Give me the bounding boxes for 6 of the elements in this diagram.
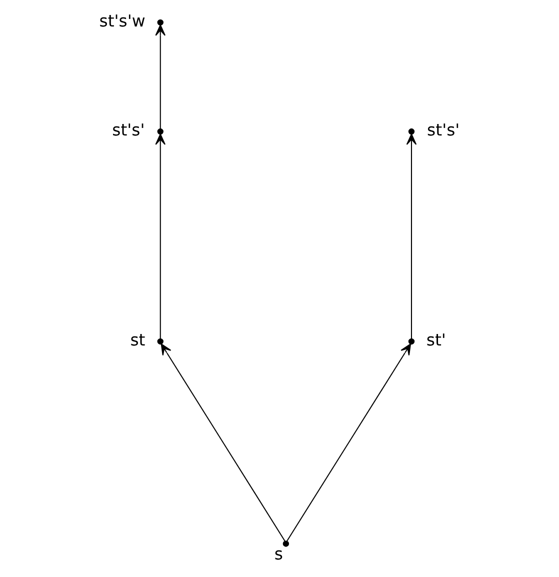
node-label: s <box>274 544 283 564</box>
node-label: st's' <box>112 120 145 140</box>
node-label: st' <box>426 330 446 350</box>
node-label: st's' <box>427 120 460 140</box>
node-label: st <box>130 330 146 350</box>
node-label: st's'w <box>99 11 146 30</box>
